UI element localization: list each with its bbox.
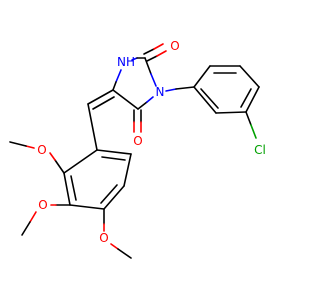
- trimethoxyphenyl-ring: [63, 149, 132, 210]
- bond-c5-ch-double: [87, 89, 115, 110]
- bond-c2-n3: [144, 57, 157, 87]
- bond-c4-o-double: [133, 109, 142, 133]
- bond-c2-o-double: [143, 43, 167, 62]
- atom-oxygen-methoxy-3: O: [99, 231, 108, 245]
- molecule-structure: O NH N O Cl O O O: [9, 39, 266, 259]
- chlorophenyl-ring: [193, 65, 260, 114]
- bond-c4-n3: [137, 96, 154, 110]
- atom-nitrogen-nh: NH: [117, 55, 135, 69]
- atom-oxygen-carbonyl-right: O: [133, 134, 142, 148]
- bond-nh-c5: [112, 69, 122, 91]
- bond-ch-aryl: [87, 103, 98, 151]
- bond-aryl-cl: [245, 111, 257, 139]
- methoxy-3: [103, 208, 132, 259]
- atom-chlorine: Cl: [254, 143, 266, 157]
- bond-n3-aryl: [165, 86, 195, 92]
- atom-oxygen-carbonyl-top: O: [170, 39, 179, 53]
- bond-c5-c4: [112, 89, 139, 110]
- atom-nitrogen-n3: N: [156, 85, 165, 99]
- atom-oxygen-methoxy-2: O: [38, 198, 47, 212]
- atom-oxygen-methoxy-1: O: [37, 143, 46, 157]
- methoxy-2: [21, 204, 71, 236]
- methoxy-1: [9, 141, 65, 174]
- bond-nh-c2: [131, 57, 146, 61]
